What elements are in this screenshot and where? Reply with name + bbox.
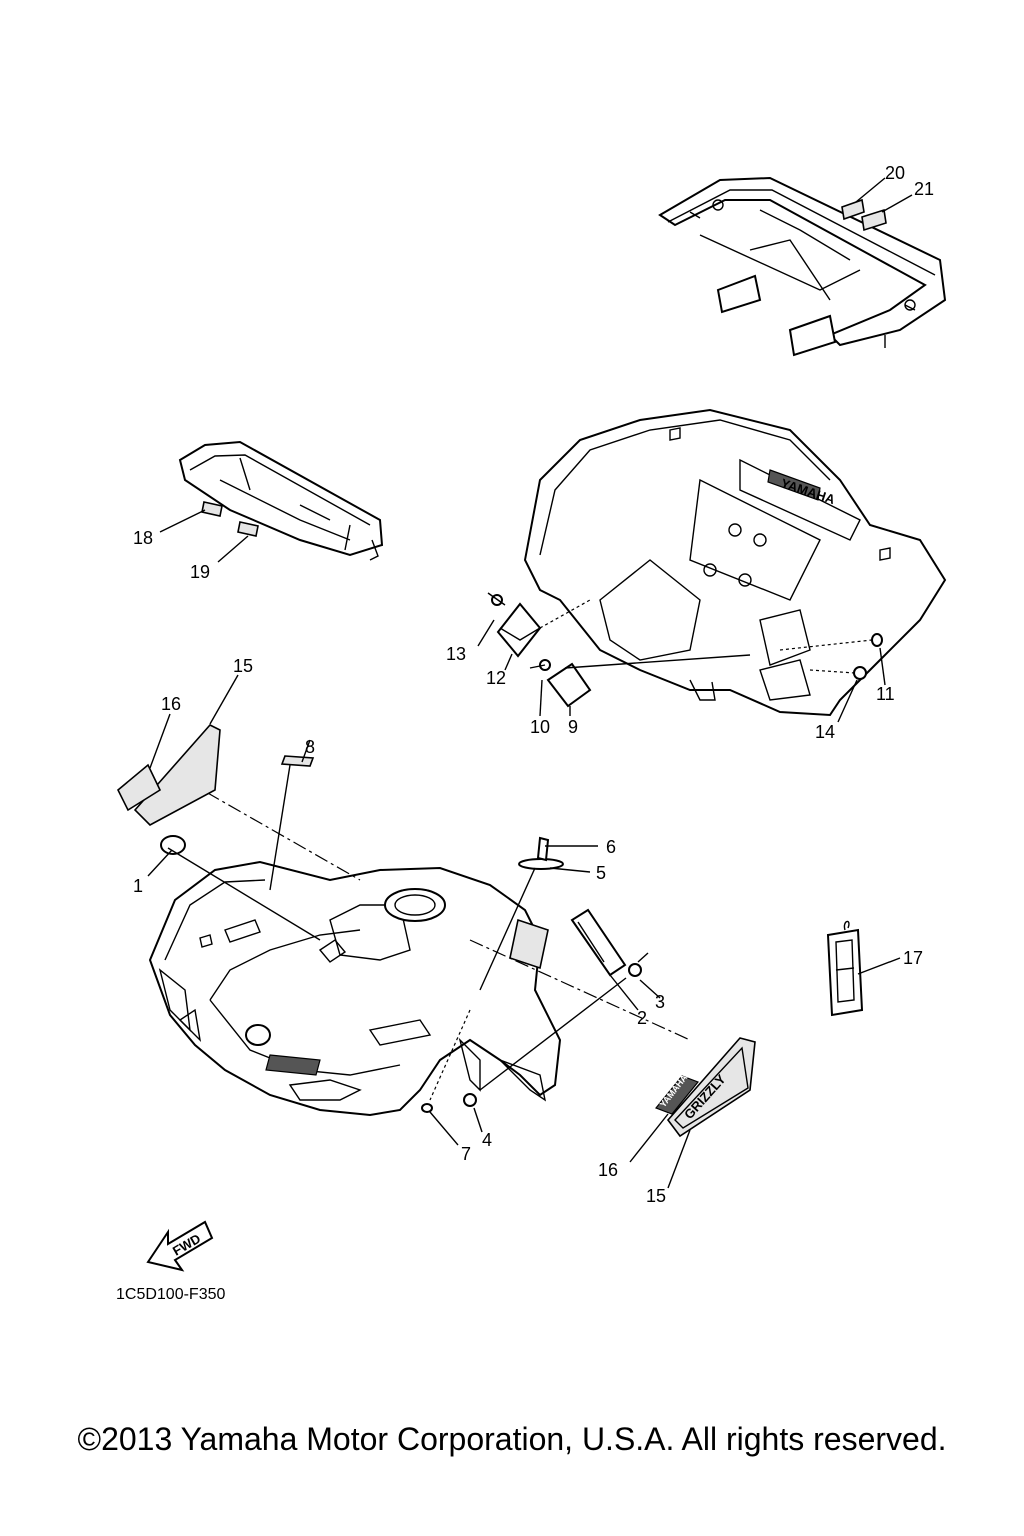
callout-16-lower: 16 bbox=[598, 1160, 618, 1180]
callout-7: 7 bbox=[461, 1144, 471, 1164]
callout-21: 21 bbox=[914, 179, 934, 199]
rear-carrier-rack bbox=[658, 176, 947, 357]
callout-10: 10 bbox=[530, 717, 550, 737]
callout-1: 1 bbox=[133, 876, 143, 896]
front-fender bbox=[148, 860, 562, 1117]
drawing-code: 1C5D100-F350 bbox=[116, 1286, 226, 1303]
callout-13: 13 bbox=[446, 644, 466, 664]
callout-15-lower: 15 bbox=[646, 1186, 666, 1206]
callout-15-upper: 15 bbox=[233, 656, 253, 676]
fwd-arrow: FWD bbox=[146, 1220, 214, 1272]
callout-16-upper: 16 bbox=[161, 694, 181, 714]
callout-19: 19 bbox=[190, 562, 210, 582]
grizzly-emblem: GRIZZLY YAMAHA bbox=[629, 1037, 756, 1189]
side-decal-left bbox=[117, 674, 239, 826]
callout-3: 3 bbox=[655, 992, 665, 1012]
callout-9: 9 bbox=[568, 717, 578, 737]
hang-tag bbox=[826, 920, 901, 1017]
callout-6: 6 bbox=[606, 837, 616, 857]
copyright-notice: ©2013 Yamaha Motor Corporation, U.S.A. A… bbox=[77, 1421, 946, 1457]
callout-8: 8 bbox=[305, 737, 315, 757]
rear-fender-small-parts bbox=[477, 592, 886, 723]
callout-18: 18 bbox=[133, 528, 153, 548]
rear-fender: YAMAHA bbox=[523, 408, 947, 717]
callout-labels: 1 2 3 4 5 6 7 8 9 10 11 12 13 14 15 16 1… bbox=[133, 163, 934, 1206]
callout-12: 12 bbox=[486, 668, 506, 688]
callout-4: 4 bbox=[482, 1130, 492, 1150]
callout-14: 14 bbox=[815, 722, 835, 742]
callout-17: 17 bbox=[903, 948, 923, 968]
callout-2: 2 bbox=[637, 1008, 647, 1028]
callout-20: 20 bbox=[885, 163, 905, 183]
front-carrier-rack bbox=[159, 440, 384, 563]
callout-11: 11 bbox=[876, 684, 895, 704]
callout-5: 5 bbox=[596, 863, 606, 883]
front-fender-small-parts bbox=[147, 739, 691, 1146]
